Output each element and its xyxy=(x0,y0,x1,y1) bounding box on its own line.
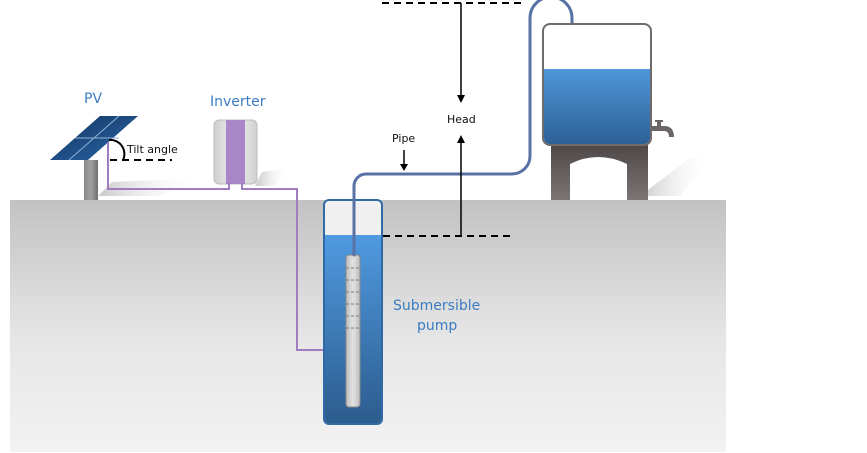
pump-label-line1: Submersible xyxy=(393,298,480,314)
pipe-label: Pipe xyxy=(392,132,415,145)
inverter-to-pump-wire xyxy=(241,183,345,351)
pump-label-line2: pump xyxy=(417,318,457,334)
pv-post xyxy=(84,160,98,200)
submersible-pump xyxy=(345,254,361,408)
head-arrow-down-head xyxy=(457,95,465,103)
pv-label: PV xyxy=(84,91,102,107)
tank-shadow xyxy=(640,158,712,196)
inverter-label: Inverter xyxy=(210,94,266,110)
head-arrow-up-head xyxy=(457,135,465,143)
tilt-angle-arc xyxy=(108,138,126,161)
water-pipe xyxy=(352,0,574,257)
tank-tap-icon xyxy=(652,120,674,137)
pv-shadow xyxy=(98,178,200,196)
pv-panel xyxy=(50,115,138,161)
pipe-arrow-head xyxy=(400,164,408,171)
inverter xyxy=(213,119,258,185)
head-label: Head xyxy=(447,113,476,126)
inverter-shadow xyxy=(255,168,290,186)
pv-to-inverter-wire xyxy=(107,142,230,190)
water-tank xyxy=(542,23,652,146)
tank-stand xyxy=(551,145,648,200)
tilt-angle-label: Tilt angle xyxy=(126,143,178,156)
